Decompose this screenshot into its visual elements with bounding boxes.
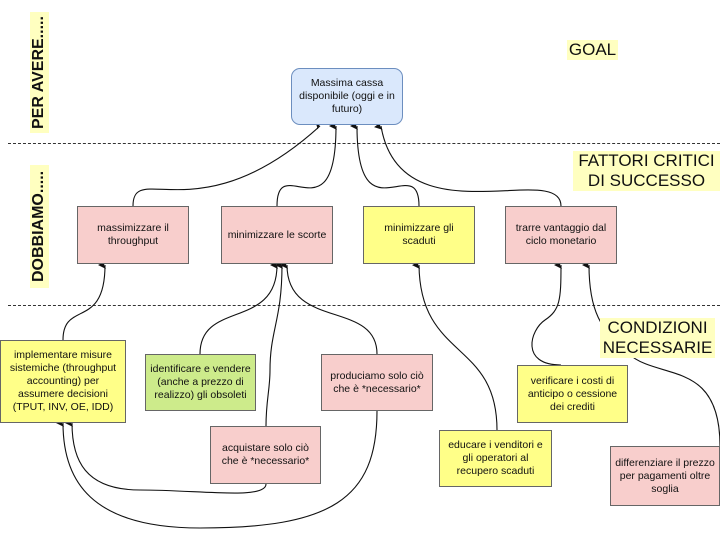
condition-verificare[interactable]: verificare i costi di anticipo o cession… [517, 365, 628, 423]
condition-acquistare[interactable]: acquistare solo ciò che è *necessario* [210, 426, 321, 484]
condition-produciamo[interactable]: produciamo solo ciò che è *necessario* [321, 354, 433, 411]
factor-scaduti[interactable]: minimizzare gli scaduti [363, 206, 475, 264]
section-label-fattori: FATTORI CRITICI DI SUCCESSO [573, 151, 720, 191]
section-label-condizioni: CONDIZIONI NECESSARIE [600, 318, 715, 358]
section-label-goal: GOAL [567, 40, 618, 60]
factor-throughput[interactable]: massimizzare il throughput [77, 206, 189, 264]
factor-ciclo-monetario[interactable]: trarre vantaggio dal ciclo monetario [505, 206, 617, 264]
arrow-educare-scaduti [412, 260, 498, 431]
arrow-produciamo-implementare [56, 410, 378, 529]
condition-identificare[interactable]: identificare e vendere (anche a prezzo d… [145, 354, 256, 411]
section-label-per-avere: PER AVERE..... [30, 12, 49, 133]
arrow-scorte-goal [276, 122, 338, 207]
arrow-verificare-ciclo [531, 261, 563, 366]
arrow-identificare-scorte [199, 261, 279, 355]
divider-factors [8, 305, 720, 306]
arrow-acquistare-implementare [65, 418, 267, 494]
section-label-dobbiamo: DOBBIAMO..... [30, 165, 49, 288]
factor-scorte[interactable]: minimizzare le scorte [221, 206, 333, 264]
arrow-implementare-throughput [62, 261, 107, 341]
arrow-produciamo-scorte [280, 260, 378, 355]
arrow-ciclo-goal [374, 121, 562, 207]
arrow-throughput-goal [132, 120, 324, 207]
divider-goal [8, 143, 720, 144]
arrow-scaduti-goal [350, 121, 420, 207]
goal-box[interactable]: Massima cassa disponibile (oggi e in fut… [291, 68, 403, 125]
condition-differenziare[interactable]: differenziare il prezzo per pagamenti ol… [610, 446, 720, 506]
condition-educare[interactable]: educare i venditori e gli operatori al r… [439, 430, 552, 487]
condition-implementare[interactable]: implementare misure sistemiche (throughp… [0, 340, 126, 423]
arrow-acquistare-scorte [265, 261, 284, 427]
